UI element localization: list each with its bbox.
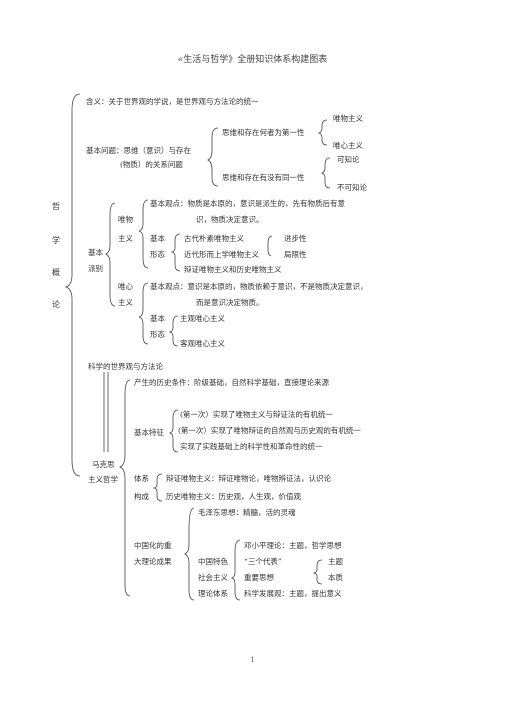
main-brace xyxy=(64,93,81,477)
system-label: 体系 xyxy=(134,474,149,483)
knowable-label: 可知论 xyxy=(337,155,360,164)
marxism-label: 马克思 xyxy=(92,460,115,469)
idealism-block-label: 唯心 xyxy=(118,282,133,291)
idealism-view: 基本观点：意识是本原的，物质依赖于意识，不是物质决定意识， xyxy=(150,282,368,291)
forms-label: 基本 xyxy=(150,234,165,243)
feature-item: (第一次）实现了唯物主义与辩证法的有机统一 xyxy=(180,410,333,419)
materialism-block-label: 主义 xyxy=(118,234,133,243)
side-char: 学 xyxy=(52,236,60,245)
idealism-label: 唯心主义 xyxy=(333,141,363,150)
mao-text: 毛泽东思想：精髓，活的灵魂 xyxy=(198,508,296,517)
feature-item: 实现了实践基础上的科学性和革命性的统一 xyxy=(180,442,323,451)
history-text: 产生的历史条件：阶级基础，自然科学基础，直接理论来源 xyxy=(134,378,329,387)
cs-label: 中国特色 xyxy=(198,557,228,566)
idealism-view: 而是意识决定物质。 xyxy=(196,298,264,307)
form-item: 古代朴素唯物主义 xyxy=(184,234,244,243)
ideal-form-item: 主观唯心主义 xyxy=(180,314,225,323)
ideal-forms-label: 基本 xyxy=(150,314,165,323)
system-item: 辩证唯物主义：辩证唯物论，唯物辨证法，认识论 xyxy=(166,474,331,483)
page-title: «生活与哲学》全册知识体系构建图表 xyxy=(177,55,328,65)
second-question: 思维和存在有没有同一性 xyxy=(222,173,305,182)
sci-dev-text: 科学发展观：主题，提出意义 xyxy=(244,589,342,598)
side-char: 概 xyxy=(52,268,60,277)
basic-problem-text: (物质）的关系问题 xyxy=(120,160,183,169)
materialism-label: 唯物主义 xyxy=(333,114,363,123)
scientific-text: 科学的世界观与方法论 xyxy=(88,362,163,371)
side-char: 哲 xyxy=(52,202,60,211)
page-number: 1 xyxy=(250,656,255,664)
feature-item: (第一次）实现了唯物辩证的自然观与历史观的有机统一 xyxy=(178,426,361,435)
china-label: 大理论成果 xyxy=(134,557,172,566)
basic-problem-text: 基本问题：思维（意识）与存在 xyxy=(86,146,191,155)
system-label: 构成 xyxy=(134,492,149,501)
deng-text: 邓小平理论：主题，哲学思想 xyxy=(244,541,342,550)
ideal-forms-label: 形态 xyxy=(150,330,165,339)
materialism-block-label: 唯物 xyxy=(118,215,133,224)
side-char: 论 xyxy=(52,300,60,309)
unknowable-label: 不可知论 xyxy=(337,183,367,192)
progressive-label: 进步性 xyxy=(284,234,307,243)
forms-label: 形态 xyxy=(150,250,165,259)
meaning-text: 含义：关于世界观的学说，是世界观与方法论的统一 xyxy=(86,97,259,106)
china-label: 中国化的重 xyxy=(134,541,172,550)
limitation-label: 局限性 xyxy=(284,250,307,259)
system-item: 历史唯物主义：历史观，人生观，价值观 xyxy=(166,492,301,501)
form-item: 近代形而上学唯物主义 xyxy=(184,250,259,259)
cs-label: 理论体系 xyxy=(198,589,228,598)
materialism-view: 基本观点：物质是本原的，意识是派生的，先有物质后有意 xyxy=(150,199,345,208)
form-item: 辩证唯物主义和历史唯物主义 xyxy=(184,265,282,274)
features-label: 基本特征 xyxy=(134,428,164,437)
basic-schools-label: 派别 xyxy=(88,264,103,273)
three-represents-2: 重要思想 xyxy=(244,573,274,582)
three-represents: “三个代表” xyxy=(244,557,282,566)
cs-label: 社会主义 xyxy=(198,573,228,582)
essence-label: 本质 xyxy=(328,573,343,582)
materialism-view: 识，物质决定意识。 xyxy=(196,215,264,224)
basic-schools-label: 基本 xyxy=(88,248,103,257)
theme-label: 主题 xyxy=(328,557,343,566)
ideal-form-item: 客观唯心主义 xyxy=(180,339,225,348)
marxism-label: 主义哲学 xyxy=(88,475,118,484)
idealism-block-label: 主义 xyxy=(118,298,133,307)
first-question: 思维和存在何者为第一性 xyxy=(222,128,305,137)
